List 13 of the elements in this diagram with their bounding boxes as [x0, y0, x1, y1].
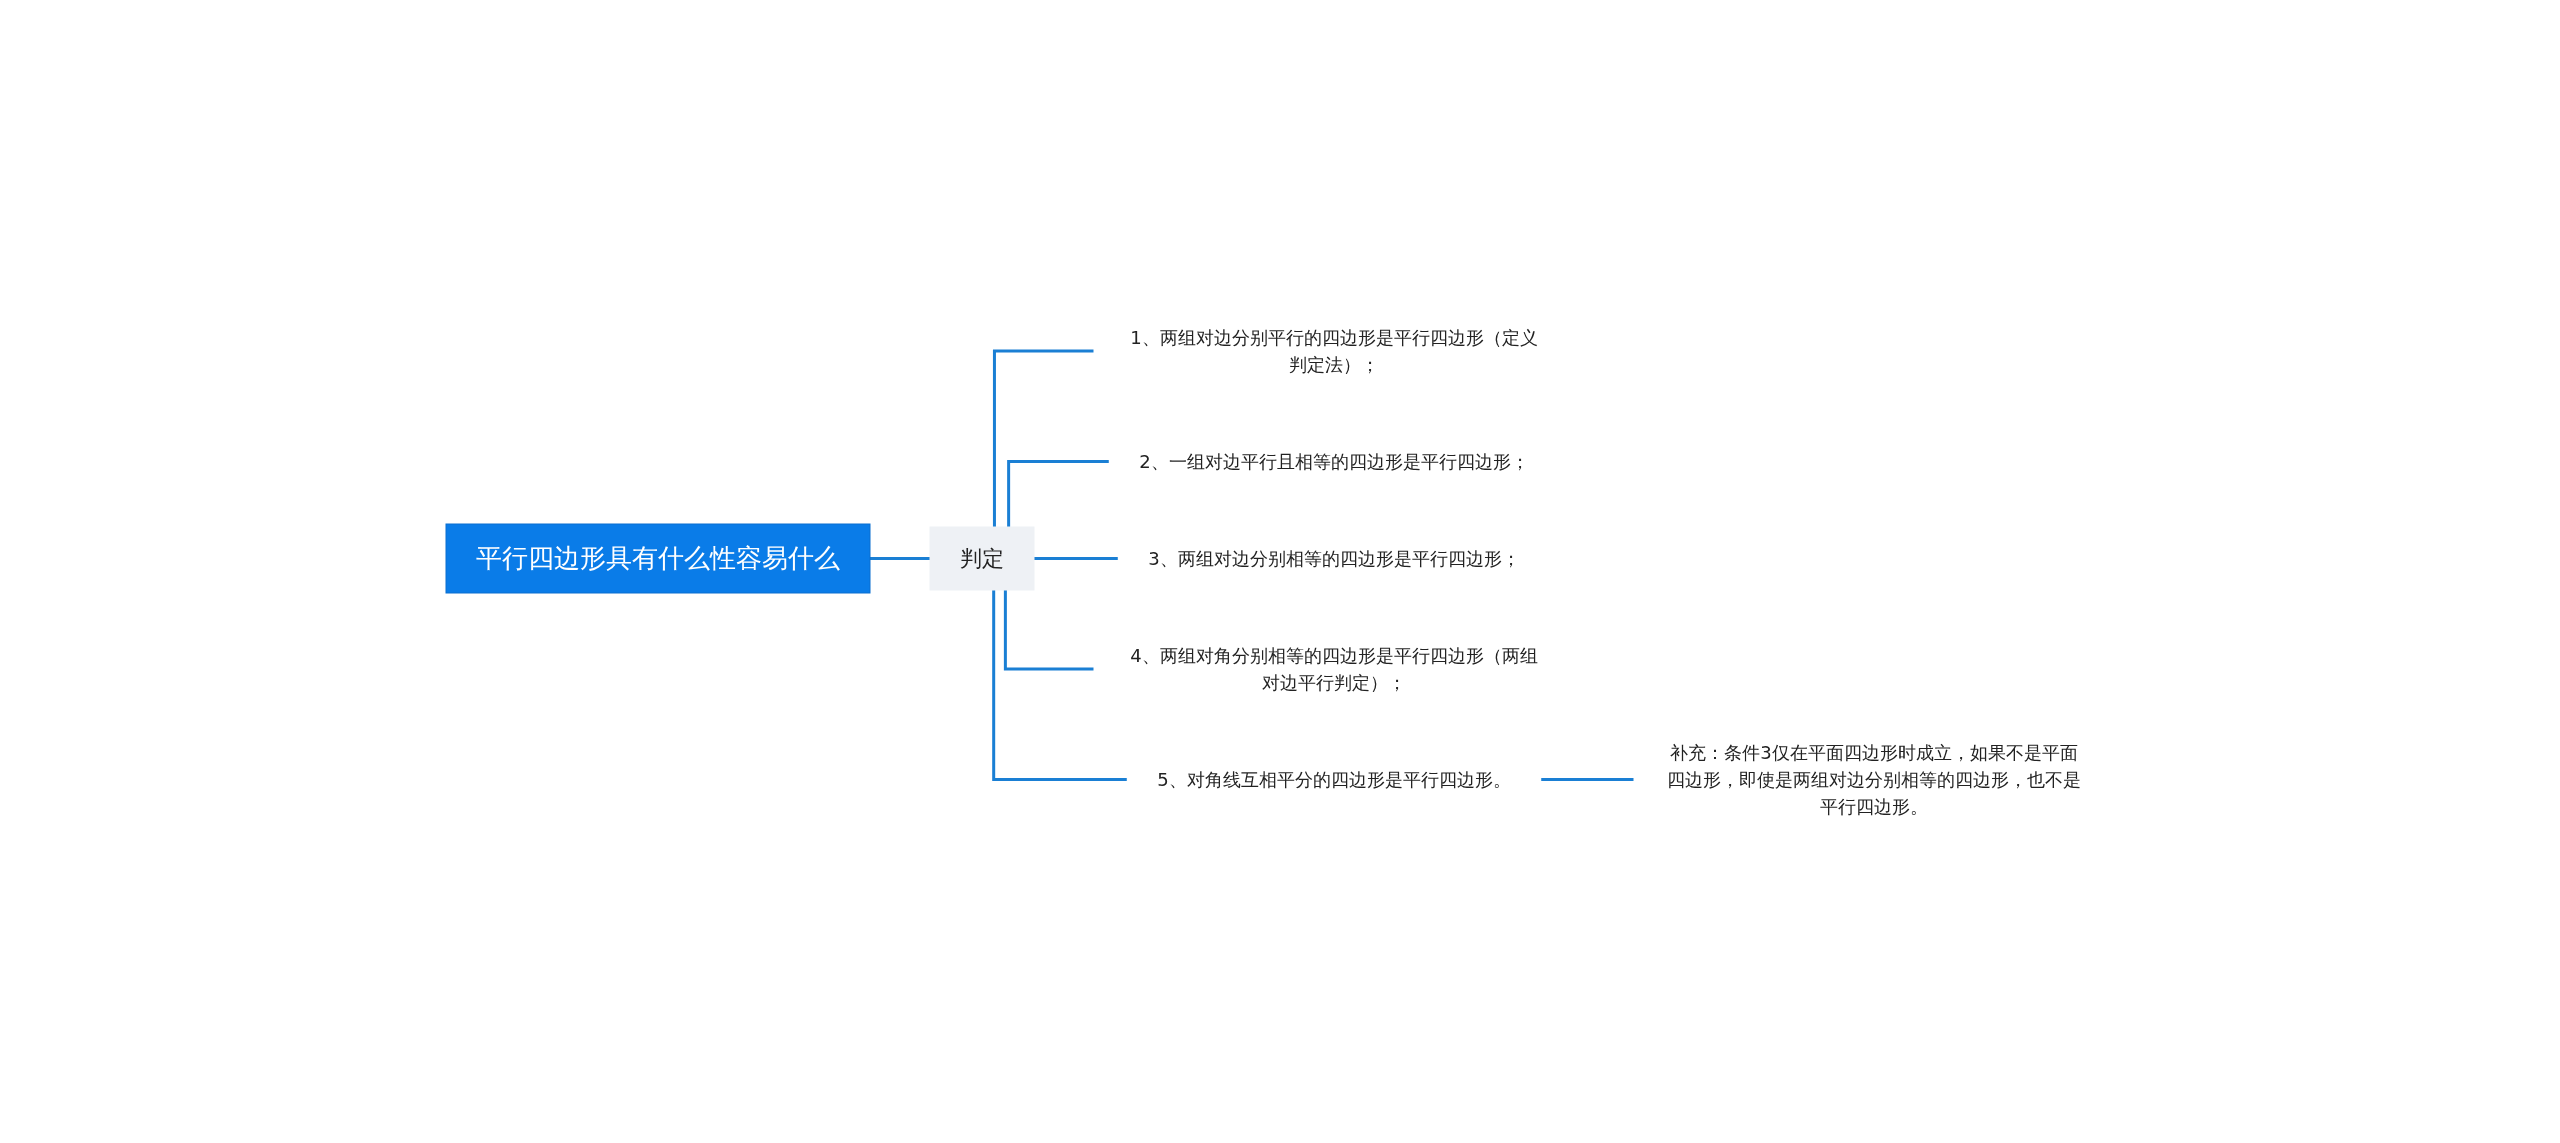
connector — [1007, 459, 1110, 527]
connector — [992, 349, 1094, 527]
node-text: 补充：条件3仅在平面四边形时成立，如果不是平面四边形，即使是两组对边分别相等的四边形，也不是平行四边形。 — [1667, 741, 2081, 817]
node-text: 4、两组对角分别相等的四边形是平行四边形（两组对边平行判定）； — [1130, 644, 1538, 693]
node-text: 2、一组对边平行且相等的四边形是平行四边形； — [1139, 450, 1529, 472]
connector — [992, 589, 1128, 781]
node-text: 3、两组对边分别相等的四边形是平行四边形； — [1148, 547, 1520, 569]
connector — [1003, 589, 1094, 670]
connector — [1539, 777, 1634, 781]
node-text: 1、两组对边分别平行的四边形是平行四边形（定义判定法）； — [1130, 326, 1538, 375]
node-text: 5、对角线互相平分的四边形是平行四边形。 — [1157, 768, 1511, 790]
node-box: 判定 — [929, 526, 1035, 590]
node-box: 平行四边形具有什么性容易什么 — [445, 523, 871, 593]
